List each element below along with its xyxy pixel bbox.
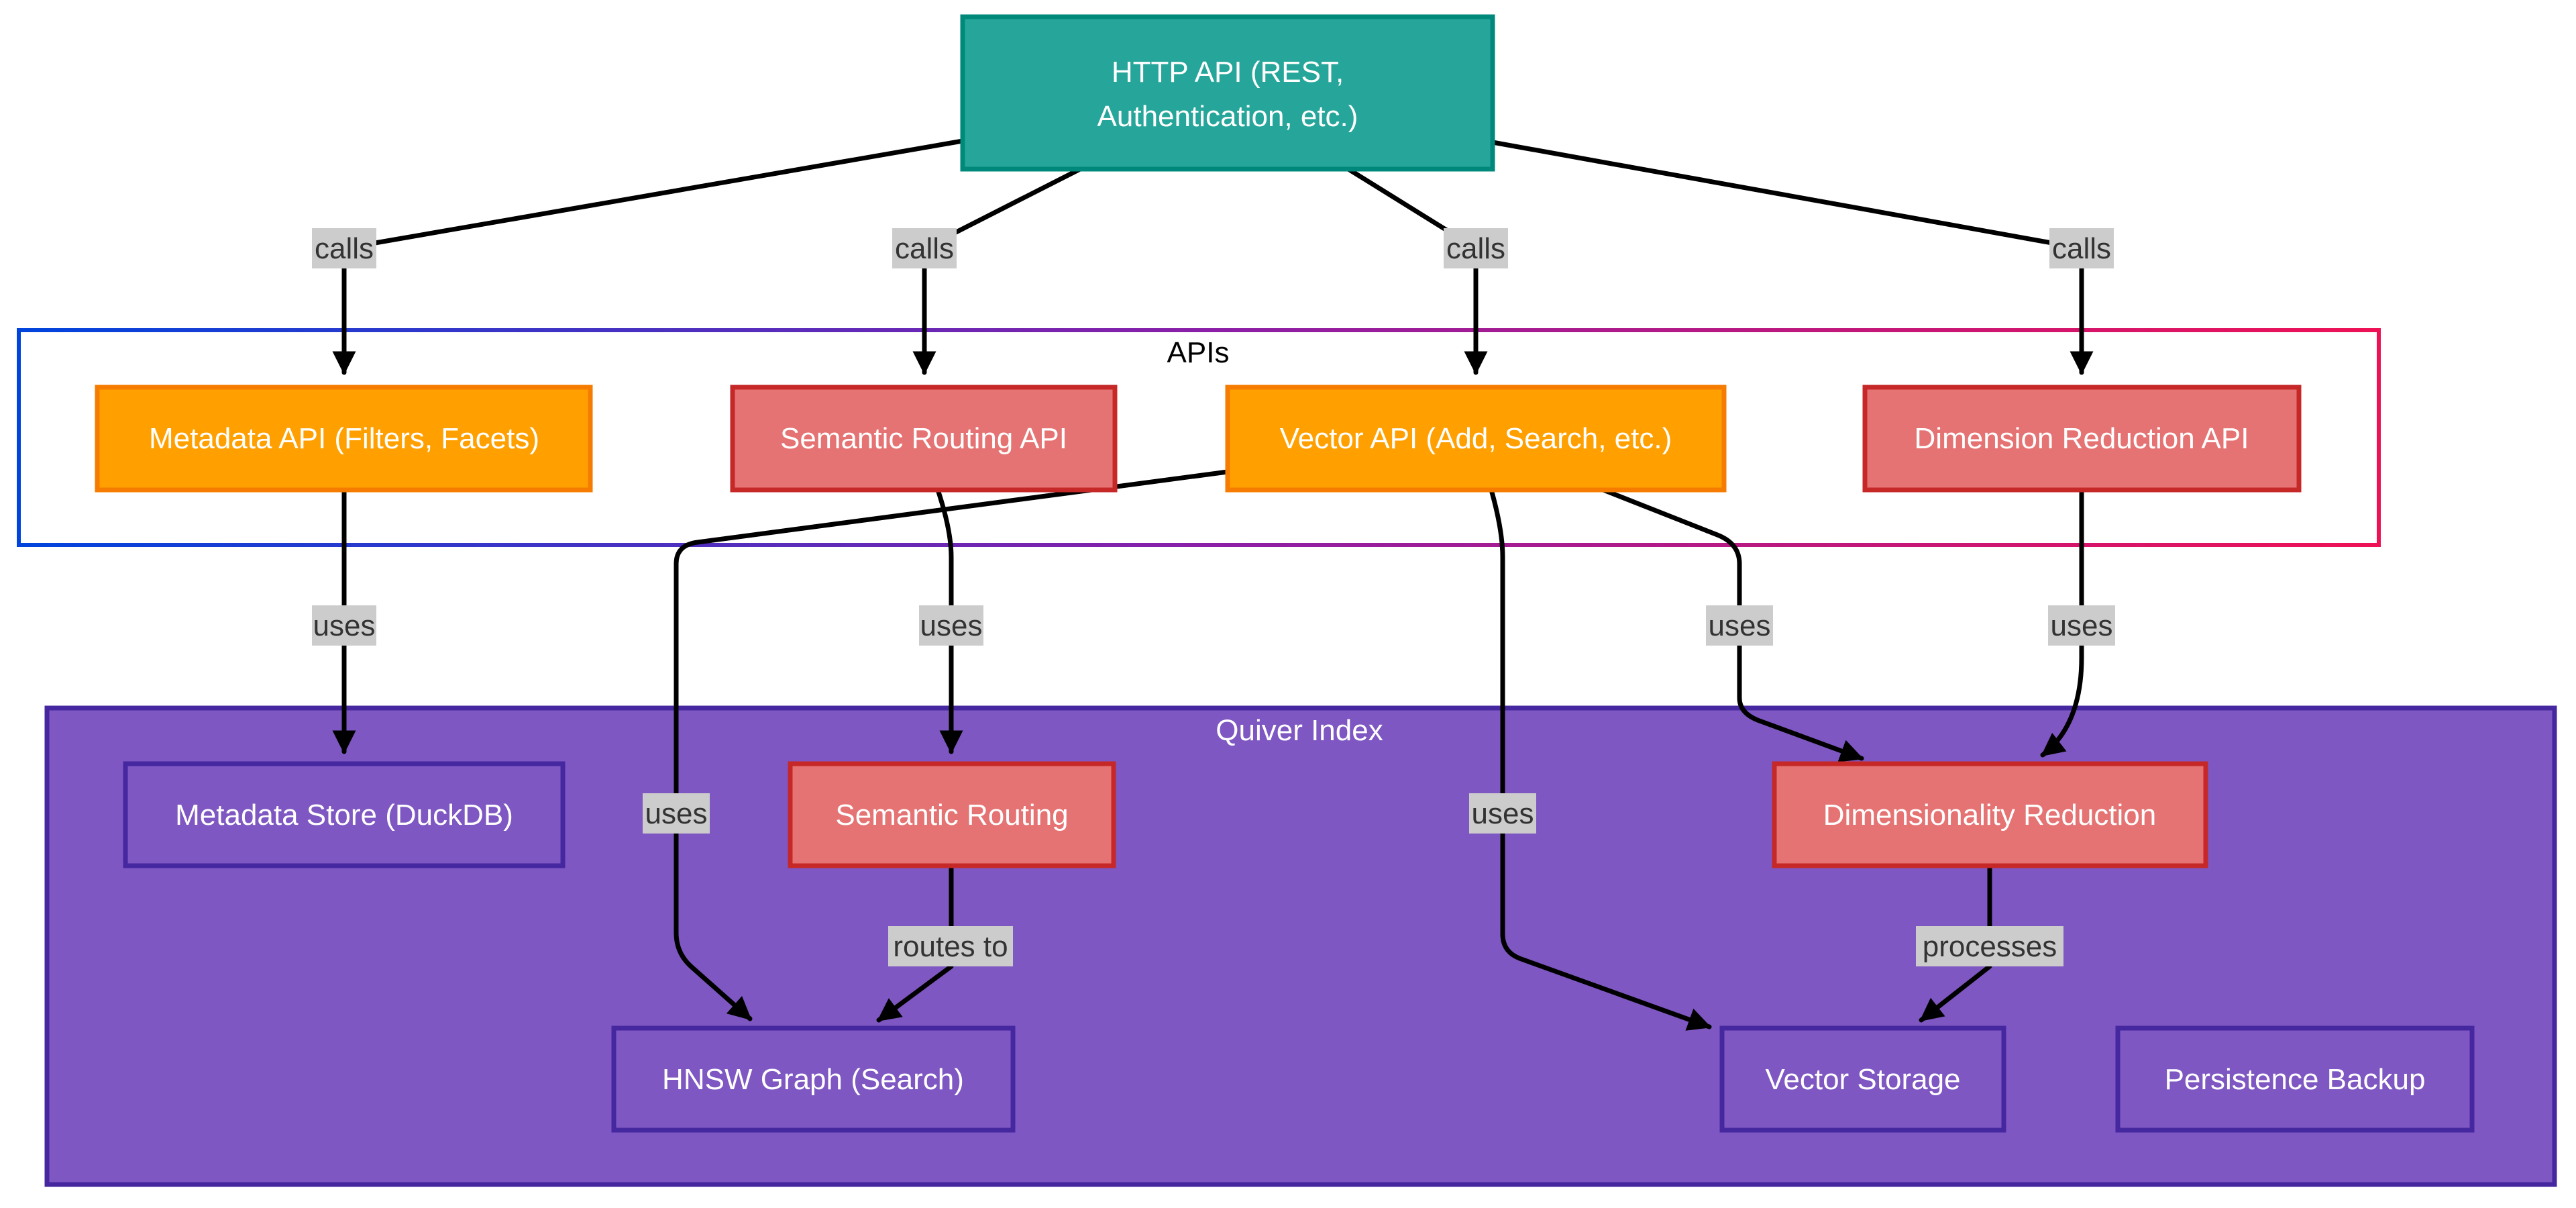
svg-text:processes: processes bbox=[1923, 930, 2057, 963]
label-calls-vector: calls bbox=[1444, 228, 1508, 268]
node-semantic-routing[interactable]: Semantic Routing bbox=[788, 761, 1116, 868]
label-uses-metadata-store: uses bbox=[312, 605, 376, 646]
edge-vector-api-to-hnsw bbox=[674, 469, 1230, 1021]
node-vector-api[interactable]: Vector API (Add, Search, etc.) bbox=[1225, 385, 1727, 493]
node-http-api-line2: Authentication, etc.) bbox=[1097, 100, 1358, 133]
node-metadata-store-label: Metadata Store (DuckDB) bbox=[175, 799, 513, 832]
quiver-index-group-title: Quiver Index bbox=[1216, 714, 1383, 747]
node-hnsw-graph[interactable]: HNSW Graph (Search) bbox=[611, 1025, 1016, 1133]
label-routes-to: routes to bbox=[888, 926, 1013, 966]
label-uses-vector-storage: uses bbox=[1469, 793, 1536, 834]
label-uses-dimred-from-vector: uses bbox=[1706, 605, 1773, 646]
edge-vector-api-to-storage bbox=[1489, 487, 1712, 1031]
svg-text:uses: uses bbox=[313, 609, 376, 642]
node-persistence-backup-label: Persistence Backup bbox=[2165, 1063, 2426, 1096]
node-semantic-routing-label: Semantic Routing bbox=[835, 799, 1068, 832]
svg-text:calls: calls bbox=[315, 232, 374, 265]
label-uses-semantic-routing: uses bbox=[919, 605, 983, 646]
label-calls-semantic: calls bbox=[892, 228, 957, 268]
node-metadata-store[interactable]: Metadata Store (DuckDB) bbox=[123, 761, 566, 868]
svg-text:calls: calls bbox=[1446, 232, 1505, 265]
node-persistence-backup[interactable]: Persistence Backup bbox=[2115, 1025, 2475, 1133]
node-http-api[interactable]: HTTP API (REST, Authentication, etc.) bbox=[960, 14, 1495, 172]
nodes: HTTP API (REST, Authentication, etc.) Me… bbox=[95, 14, 2475, 1133]
label-uses-dimred-from-api: uses bbox=[2048, 605, 2115, 646]
edge-semantic-routing-api-to-routing bbox=[935, 487, 963, 754]
node-semantic-routing-api[interactable]: Semantic Routing API bbox=[730, 385, 1118, 493]
node-dimensionality-reduction-label: Dimensionality Reduction bbox=[1823, 799, 2156, 832]
node-vector-storage[interactable]: Vector Storage bbox=[1719, 1025, 2006, 1133]
svg-text:uses: uses bbox=[1472, 797, 1534, 830]
svg-text:uses: uses bbox=[645, 797, 708, 830]
apis-group-title: APIs bbox=[1167, 336, 1230, 369]
label-processes: processes bbox=[1916, 926, 2063, 966]
node-vector-api-label: Vector API (Add, Search, etc.) bbox=[1280, 422, 1672, 455]
svg-text:uses: uses bbox=[920, 609, 983, 642]
node-semantic-routing-api-label: Semantic Routing API bbox=[780, 422, 1067, 455]
svg-text:uses: uses bbox=[2051, 609, 2113, 642]
label-calls-metadata: calls bbox=[312, 228, 376, 268]
label-uses-hnsw: uses bbox=[643, 793, 710, 834]
svg-text:calls: calls bbox=[895, 232, 954, 265]
node-dimension-reduction-api-label: Dimension Reduction API bbox=[1915, 422, 2249, 455]
edge-labels: calls calls calls calls uses uses uses bbox=[312, 228, 2115, 966]
edge-dimred-api-to-dimred bbox=[2040, 487, 2084, 758]
node-hnsw-graph-label: HNSW Graph (Search) bbox=[662, 1063, 964, 1096]
svg-text:uses: uses bbox=[1709, 609, 1771, 642]
label-calls-dimension: calls bbox=[2049, 228, 2114, 268]
node-metadata-api-label: Metadata API (Filters, Facets) bbox=[149, 422, 539, 455]
svg-text:calls: calls bbox=[2052, 232, 2111, 265]
node-vector-storage-label: Vector Storage bbox=[1765, 1063, 1960, 1096]
svg-text:routes to: routes to bbox=[893, 930, 1008, 963]
node-dimensionality-reduction[interactable]: Dimensionality Reduction bbox=[1772, 761, 2208, 868]
node-http-api-line1: HTTP API (REST, bbox=[1112, 56, 1344, 89]
node-metadata-api[interactable]: Metadata API (Filters, Facets) bbox=[95, 385, 593, 493]
node-dimension-reduction-api[interactable]: Dimension Reduction API bbox=[1862, 385, 2302, 493]
